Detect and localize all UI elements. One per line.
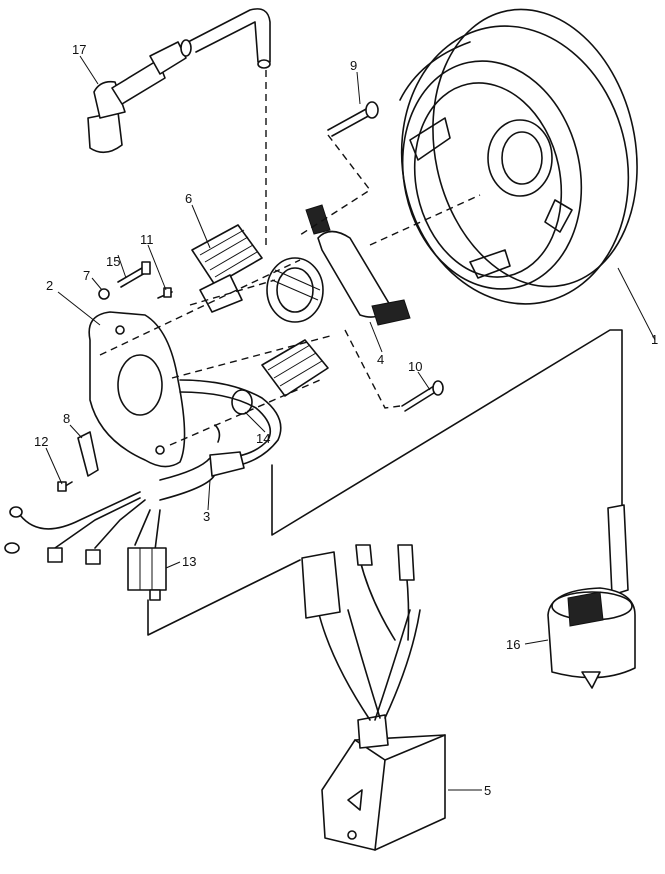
callout-3: 3 (203, 509, 210, 524)
washer-7 (98, 288, 110, 300)
screw-12 (57, 481, 73, 492)
callout-13: 13 (182, 554, 196, 569)
callouts: 1 2 3 4 5 6 7 8 9 10 11 12 13 14 15 16 1… (34, 42, 658, 798)
lighting-coil (261, 339, 329, 397)
callout-9: 9 (350, 58, 357, 73)
callout-1: 1 (651, 332, 658, 347)
callout-14: 14 (256, 431, 270, 446)
callout-4: 4 (377, 352, 384, 367)
cdi-box (301, 544, 446, 851)
central-coil (266, 257, 324, 323)
callout-12: 12 (34, 434, 48, 449)
wire-harness (4, 379, 282, 565)
callout-17: 17 (72, 42, 86, 57)
stator-plate (88, 311, 221, 468)
ignition-coil (547, 504, 636, 689)
flywheel (399, 8, 638, 305)
callout-8: 8 (63, 411, 70, 426)
bracket-8 (77, 431, 99, 477)
screw-9 (327, 101, 379, 137)
callout-5: 5 (484, 783, 491, 798)
screw-11 (157, 287, 173, 299)
screw-15 (117, 261, 151, 288)
exciter-coil (191, 224, 263, 313)
spark-plug-cap (87, 8, 271, 154)
pulser-coil (305, 204, 411, 326)
callout-15: 15 (106, 254, 120, 269)
callout-16: 16 (506, 637, 520, 652)
leader-lines (45, 55, 656, 791)
callout-10: 10 (408, 359, 422, 374)
screw-10 (401, 380, 444, 412)
callout-2: 2 (46, 278, 53, 293)
connector-13 (127, 547, 167, 601)
callout-7: 7 (83, 268, 90, 283)
callout-11: 11 (140, 232, 154, 247)
assembly-lines (99, 70, 623, 636)
callout-6: 6 (185, 191, 192, 206)
